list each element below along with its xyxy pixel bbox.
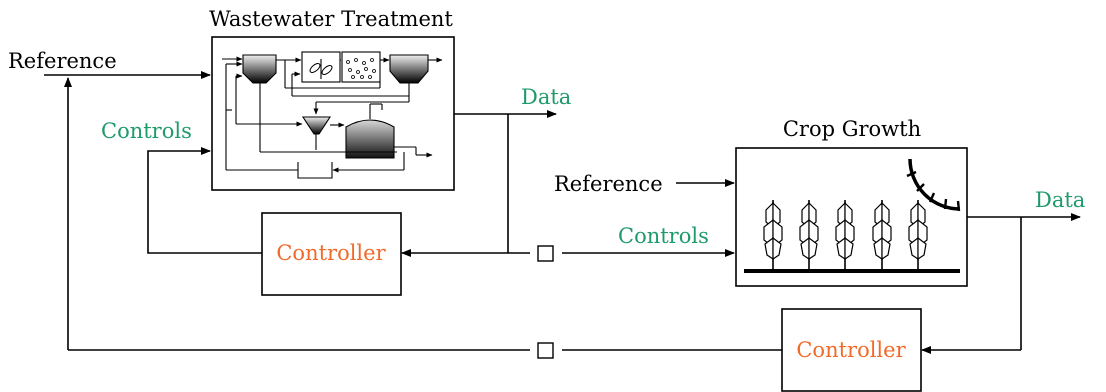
wheat-icon [908,200,928,271]
wheat-plants [763,200,928,271]
primary-clarifier-icon [242,54,277,84]
crop-title: Crop Growth [783,117,921,141]
crop-data-label: Data [1035,188,1085,212]
coupling-square-bottom [537,342,554,359]
secondary-clarifier-icon [389,54,429,84]
wheat-icon [799,200,819,271]
wastewater-reference-label: Reference [8,49,117,73]
digester-icon [345,119,395,159]
wastewater-title: Wastewater Treatment [209,7,453,31]
thickener-icon [301,116,332,135]
coupling-square-top [537,245,554,262]
wastewater-plant-schematic [222,51,443,179]
wheat-icon [763,200,783,271]
aeration-tank-icon [341,51,381,83]
wastewater-controller-label: Controller [276,241,386,265]
sun-icon [906,158,961,212]
wheat-icon [872,200,892,271]
wastewater-controls-label: Controls [101,119,192,143]
crop-controls-label: Controls [618,224,709,248]
crop-controller-box [781,308,922,392]
crop-reference-label: Reference [554,172,663,196]
crop-controller-label: Controller [796,338,906,362]
wastewater-controls-arrow [147,147,262,254]
wastewater-data-label: Data [521,85,571,109]
wheat-icon [835,200,855,271]
wastewater-controller-box [261,212,402,296]
